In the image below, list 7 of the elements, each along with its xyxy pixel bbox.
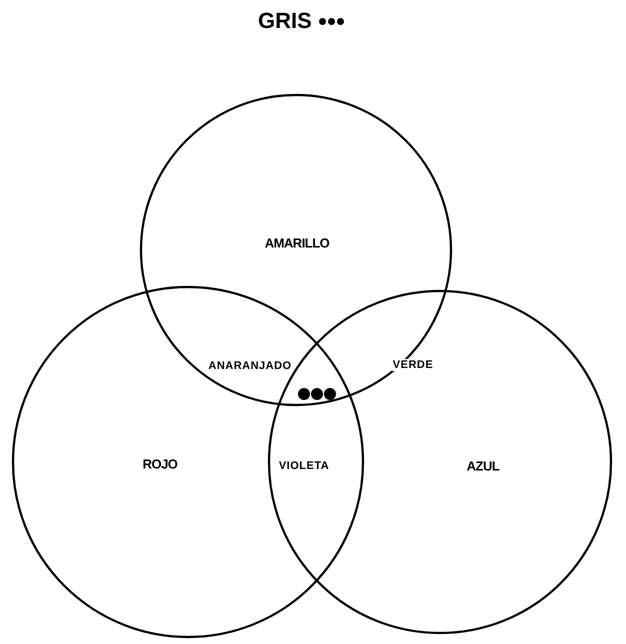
title: GRIS [258, 8, 312, 34]
overlap-label: VIOLETA [278, 460, 330, 472]
set-label: AZUL [466, 458, 500, 474]
set-label: AMARILLO [264, 236, 330, 250]
set-label: ROJO [142, 456, 178, 472]
overlap-label: VERDE [392, 359, 434, 371]
overlap-label: ANARANJADO [207, 360, 293, 372]
